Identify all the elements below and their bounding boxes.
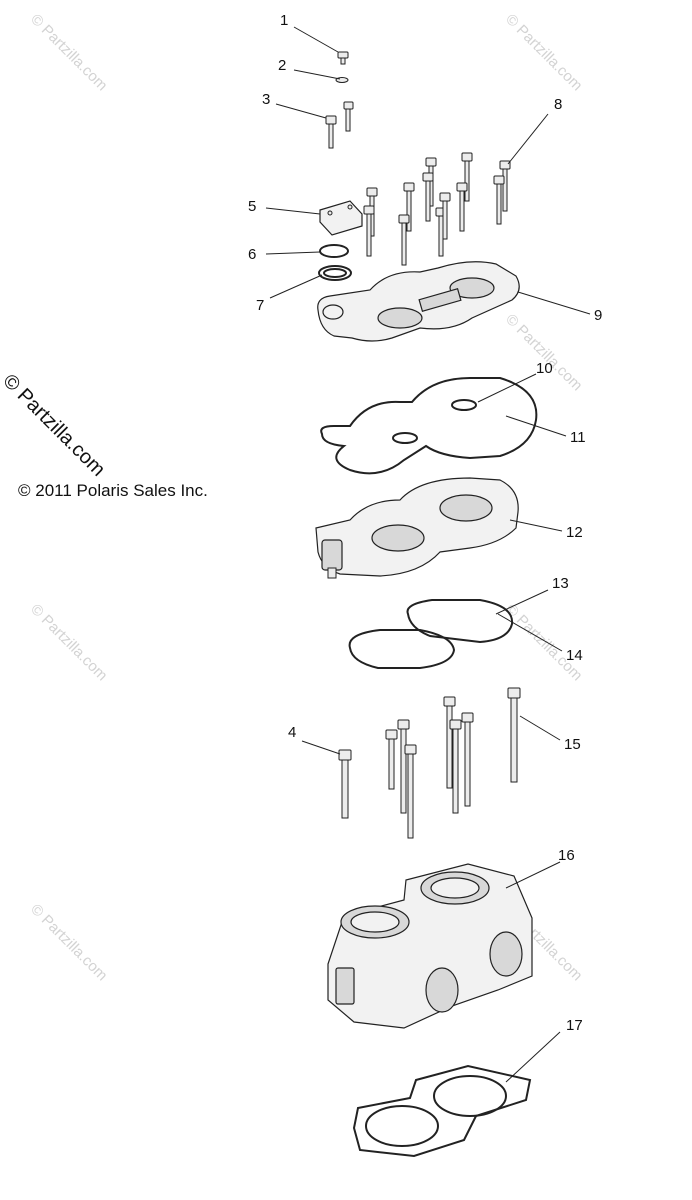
callout-16[interactable]: 16 bbox=[558, 847, 575, 864]
callout-13[interactable]: 13 bbox=[552, 575, 569, 592]
callout-2[interactable]: 2 bbox=[278, 57, 286, 74]
callout-14[interactable]: 14 bbox=[566, 647, 583, 664]
callout-17[interactable]: 17 bbox=[566, 1017, 583, 1034]
callout-4[interactable]: 4 bbox=[288, 724, 296, 741]
part-5-cover bbox=[319, 200, 363, 236]
part-16-cylinder-block bbox=[327, 863, 533, 1029]
watermark-left-lower: © Partzilla.com bbox=[27, 601, 110, 684]
callout-1[interactable]: 1 bbox=[280, 12, 288, 29]
callout-5[interactable]: 5 bbox=[248, 198, 256, 215]
part-15-long-bolts bbox=[385, 687, 521, 839]
part-3-screws bbox=[325, 101, 354, 149]
part-11-head-gasket bbox=[320, 377, 538, 475]
part-6-o-ring bbox=[319, 244, 349, 258]
watermark-mid-right: © Partzilla.com bbox=[502, 311, 585, 394]
callout-6[interactable]: 6 bbox=[248, 246, 256, 263]
part-12-cylinder-head bbox=[315, 477, 519, 579]
copyright-notice: © 2011 Polaris Sales Inc. bbox=[18, 481, 208, 500]
callout-3[interactable]: 3 bbox=[262, 91, 270, 108]
part-14-gasket bbox=[348, 629, 456, 669]
callout-11[interactable]: 11 bbox=[570, 429, 586, 446]
watermark-right-lower: © Partzilla.com bbox=[502, 601, 585, 684]
part-13-gasket bbox=[406, 599, 514, 644]
callout-numbers: 1 2 3 4 5 6 7 8 9 10 11 12 13 14 15 16 1… bbox=[248, 12, 602, 1034]
part-9-head-cover bbox=[317, 261, 520, 342]
callout-9[interactable]: 9 bbox=[594, 307, 602, 324]
watermark-left-bottom: © Partzilla.com bbox=[27, 901, 110, 984]
watermark-top-left: © Partzilla.com bbox=[27, 11, 110, 94]
part-10-o-rings bbox=[392, 399, 477, 444]
callout-8[interactable]: 8 bbox=[554, 96, 562, 113]
callout-7[interactable]: 7 bbox=[256, 297, 264, 314]
part-4-bolt bbox=[338, 749, 352, 819]
leader-lines bbox=[265, 26, 591, 1083]
part-1-screw bbox=[337, 51, 349, 65]
callout-15[interactable]: 15 bbox=[564, 736, 581, 753]
callout-12[interactable]: 12 bbox=[566, 524, 583, 541]
part-7-seal bbox=[318, 265, 352, 281]
part-17-base-gasket bbox=[352, 1064, 532, 1158]
part-8-head-bolts bbox=[363, 152, 511, 266]
watermark-top-right: © Partzilla.com bbox=[502, 11, 585, 94]
callout-10[interactable]: 10 bbox=[536, 360, 553, 377]
